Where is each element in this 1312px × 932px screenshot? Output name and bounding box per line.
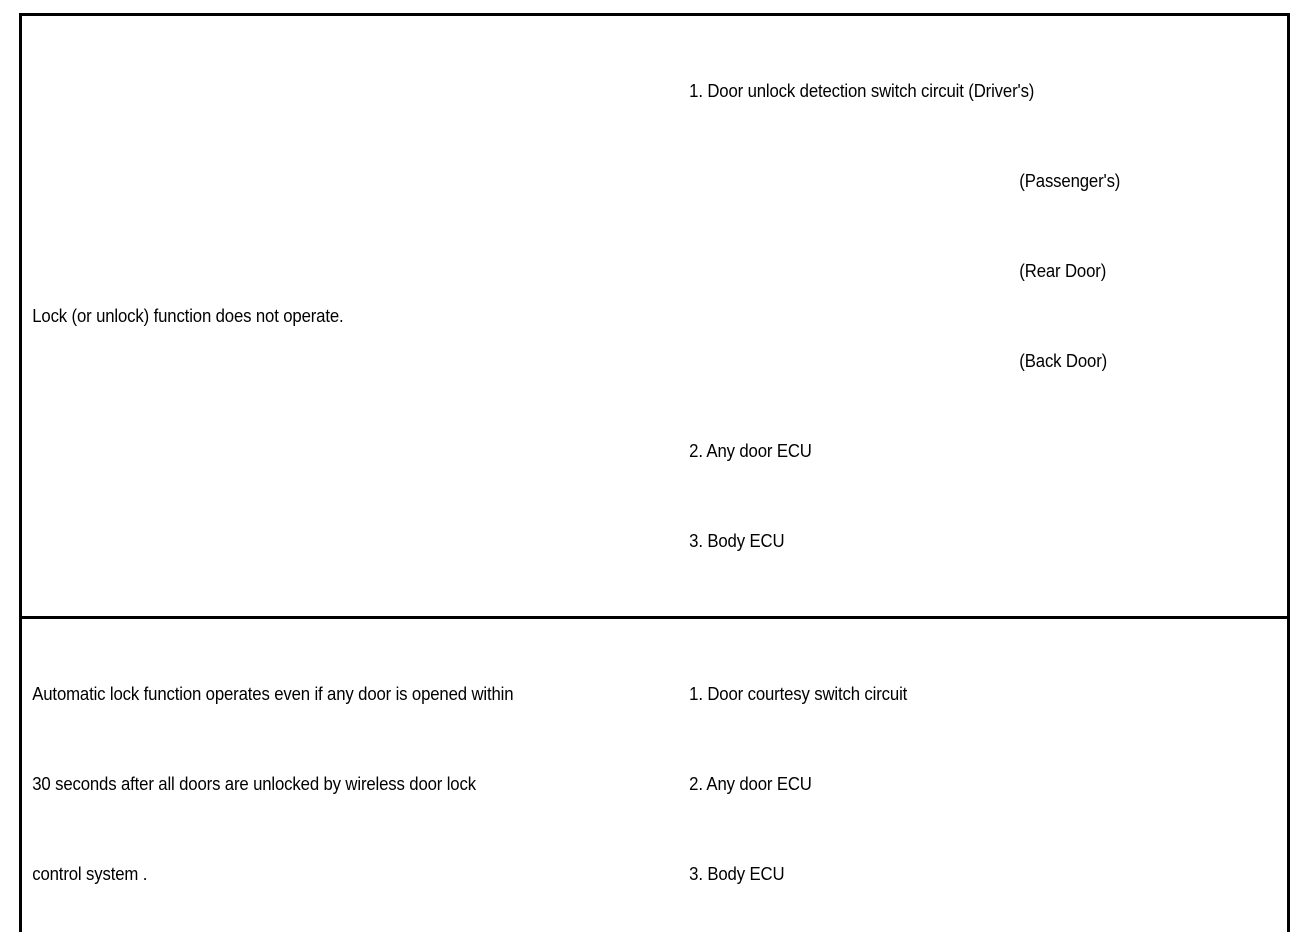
symptom-line: 30 seconds after all doors are unlocked … <box>32 769 623 799</box>
suspect-area-line: 1. Door unlock detection switch circuit … <box>689 76 1235 106</box>
table-row: Automatic lock function operates even if… <box>21 618 1289 932</box>
suspect-area-line: 3. Body ECU <box>689 859 1235 889</box>
symptom-line: Lock (or unlock) function does not opera… <box>32 301 623 331</box>
suspect-area-line: (Rear Door) <box>689 256 1235 286</box>
suspect-area-line: 2. Any door ECU <box>689 436 1235 466</box>
symptom-cell: Automatic lock function operates even if… <box>21 618 679 932</box>
table-row: Lock (or unlock) function does not opera… <box>21 15 1289 618</box>
suspect-area-text: 1. Door unlock detection switch circuit … <box>678 16 1244 616</box>
suspect-area-text: 1. Door courtesy switch circuit 2. Any d… <box>678 619 1244 932</box>
page-root: Lock (or unlock) function does not opera… <box>0 0 1312 466</box>
suspect-area-cell: 1. Door unlock detection switch circuit … <box>678 15 1289 618</box>
suspect-area-line: (Back Door) <box>689 346 1235 376</box>
suspect-area-line: 3. Body ECU <box>689 526 1235 556</box>
suspect-area-line: 2. Any door ECU <box>689 769 1235 799</box>
symptom-line: control system . <box>32 859 623 889</box>
symptom-cell: Lock (or unlock) function does not opera… <box>21 15 679 618</box>
suspect-area-cell: 1. Door courtesy switch circuit 2. Any d… <box>678 618 1289 932</box>
suspect-area-line: (Passenger's) <box>689 166 1235 196</box>
symptom-text: Automatic lock function operates even if… <box>22 619 632 932</box>
table-body: Lock (or unlock) function does not opera… <box>21 15 1289 932</box>
symptom-text: Lock (or unlock) function does not opera… <box>22 241 632 391</box>
symptom-and-suspect-area-table: Lock (or unlock) function does not opera… <box>19 13 1290 932</box>
suspect-area-line: 1. Door courtesy switch circuit <box>689 679 1235 709</box>
symptom-line: Automatic lock function operates even if… <box>32 679 623 709</box>
